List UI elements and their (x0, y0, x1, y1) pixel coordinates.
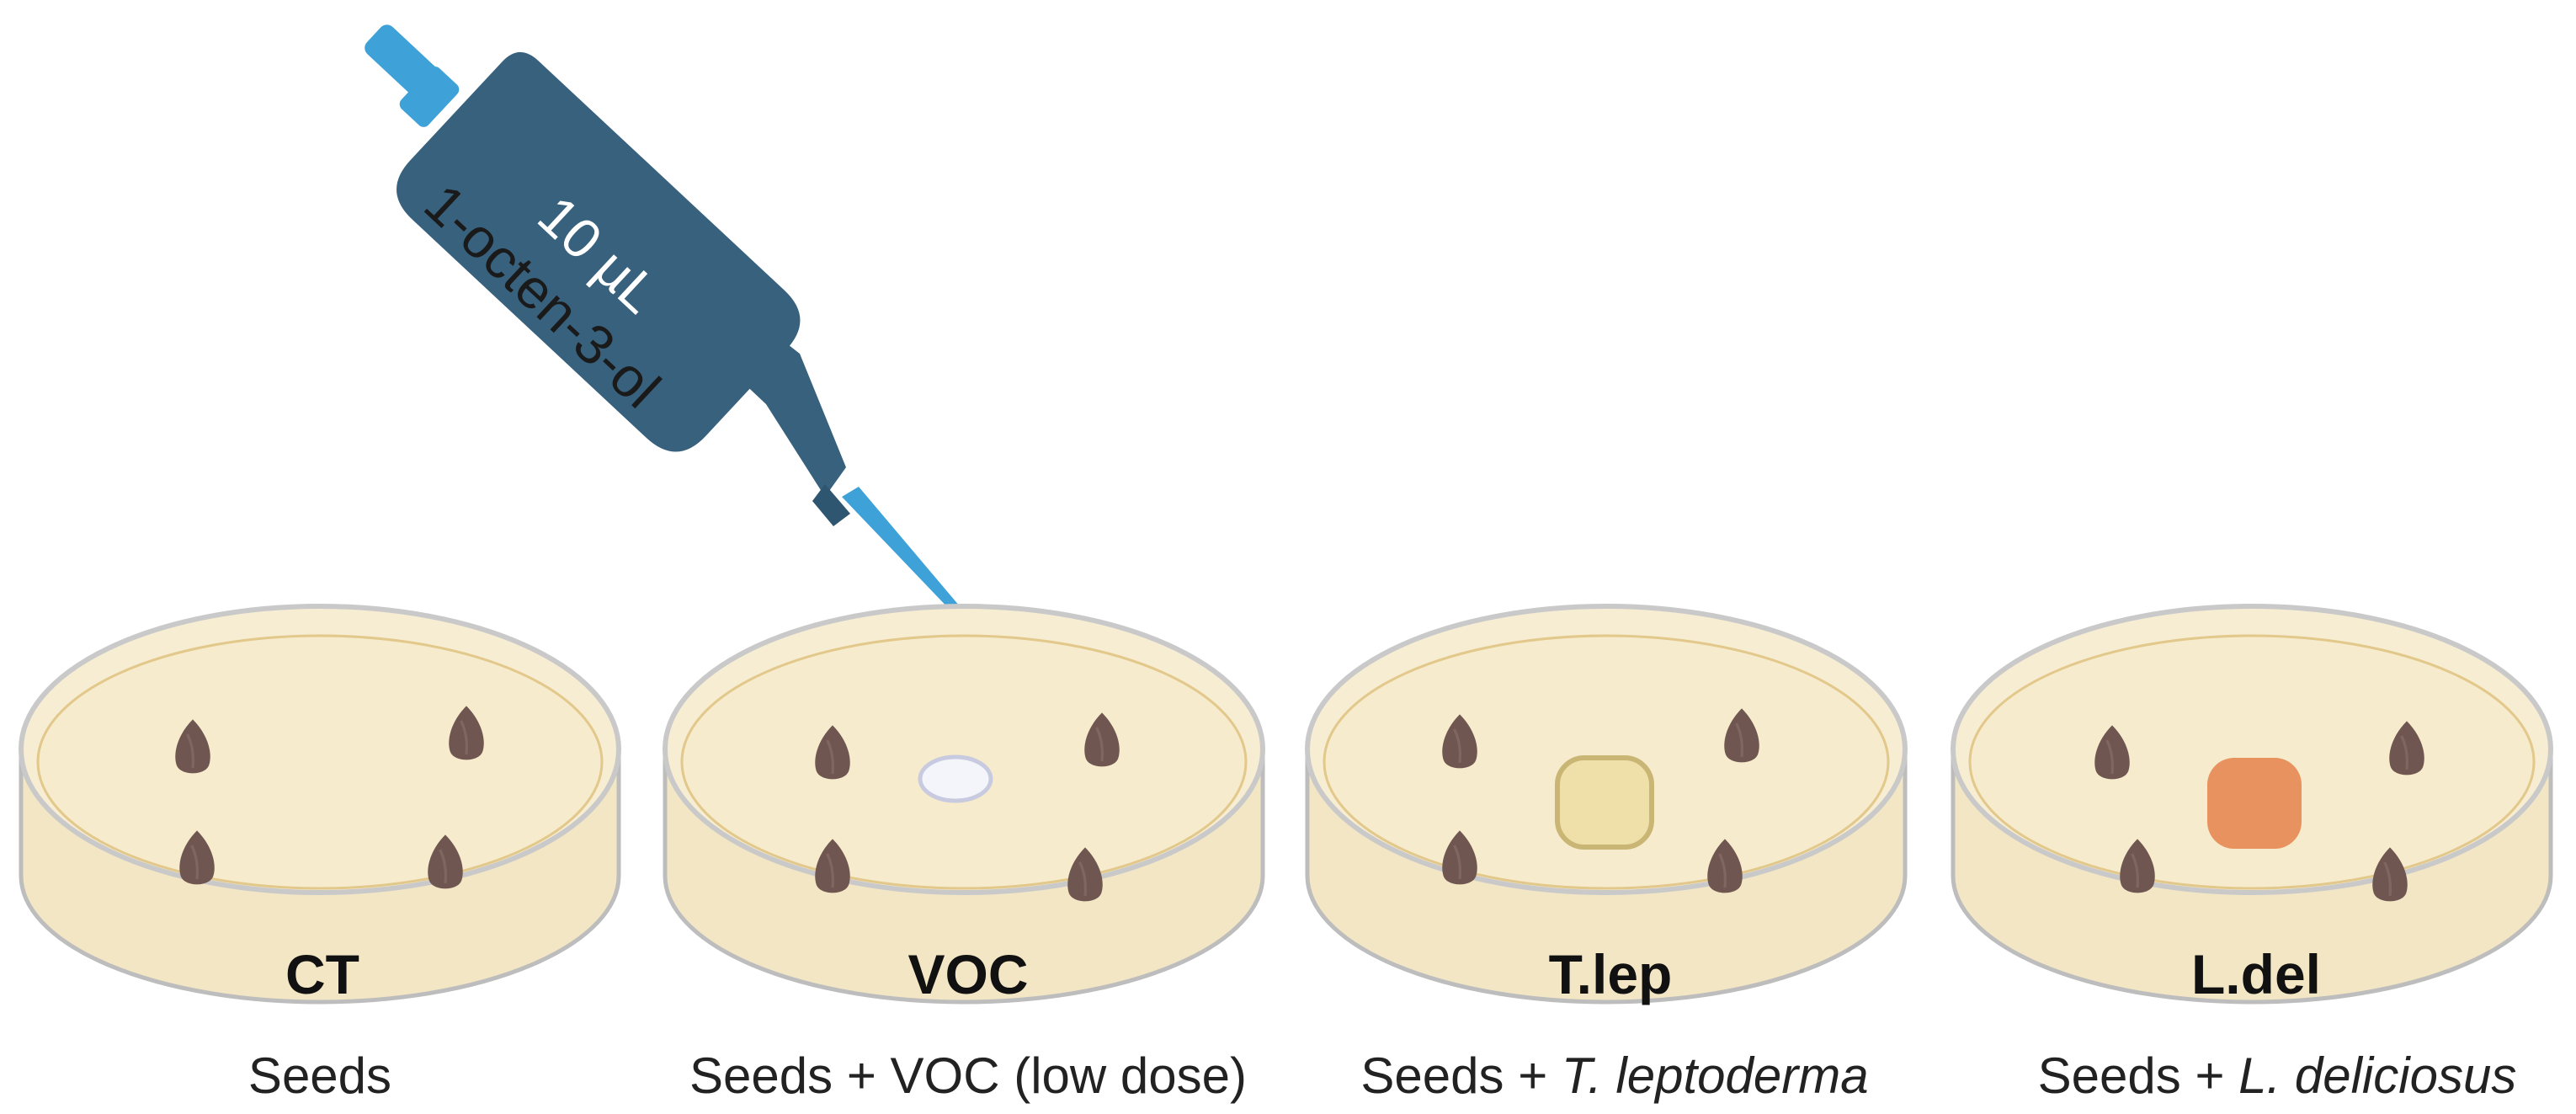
dish-label-ct: CT (285, 943, 359, 1005)
dish-label-ldel: L.del (2191, 943, 2321, 1005)
pipette-nozzle (695, 295, 846, 497)
pipette: 10 µL 1-octen-3-ol (365, 24, 978, 689)
caption-ldel-species: L. deliciosus (2238, 1047, 2516, 1104)
caption-ct: Seeds (248, 1047, 391, 1104)
caption-ldel-prefix: Seeds + (2038, 1047, 2239, 1104)
paper-disc (918, 754, 993, 803)
petri-dish-ldel: L.del (1951, 604, 2553, 1005)
dish-label-tlep: T.lep (1549, 943, 1673, 1005)
caption-tlep: Seeds + T. leptoderma (1360, 1047, 1868, 1104)
fungal-plug-ldel (2207, 758, 2302, 849)
petri-dish-voc: VOC (663, 604, 1265, 1005)
caption-ldel: Seeds + L. deliciosus (2038, 1047, 2517, 1104)
pipette-plunger (365, 24, 460, 127)
petri-dish-ct: CT (19, 604, 621, 1005)
pipette-tip (842, 487, 960, 613)
caption-ct-text: Seeds (248, 1047, 391, 1104)
caption-tlep-prefix: Seeds + (1360, 1047, 1562, 1104)
fungal-plug-tlep (1555, 755, 1654, 850)
pipette-body (397, 51, 801, 452)
caption-voc-text: Seeds + VOC (low dose) (689, 1047, 1247, 1104)
petri-dish-tlep: T.lep (1305, 604, 1908, 1005)
caption-tlep-species: T. leptoderma (1562, 1047, 1869, 1104)
caption-voc: Seeds + VOC (low dose) (689, 1047, 1247, 1104)
dish-label-voc: VOC (907, 943, 1028, 1005)
